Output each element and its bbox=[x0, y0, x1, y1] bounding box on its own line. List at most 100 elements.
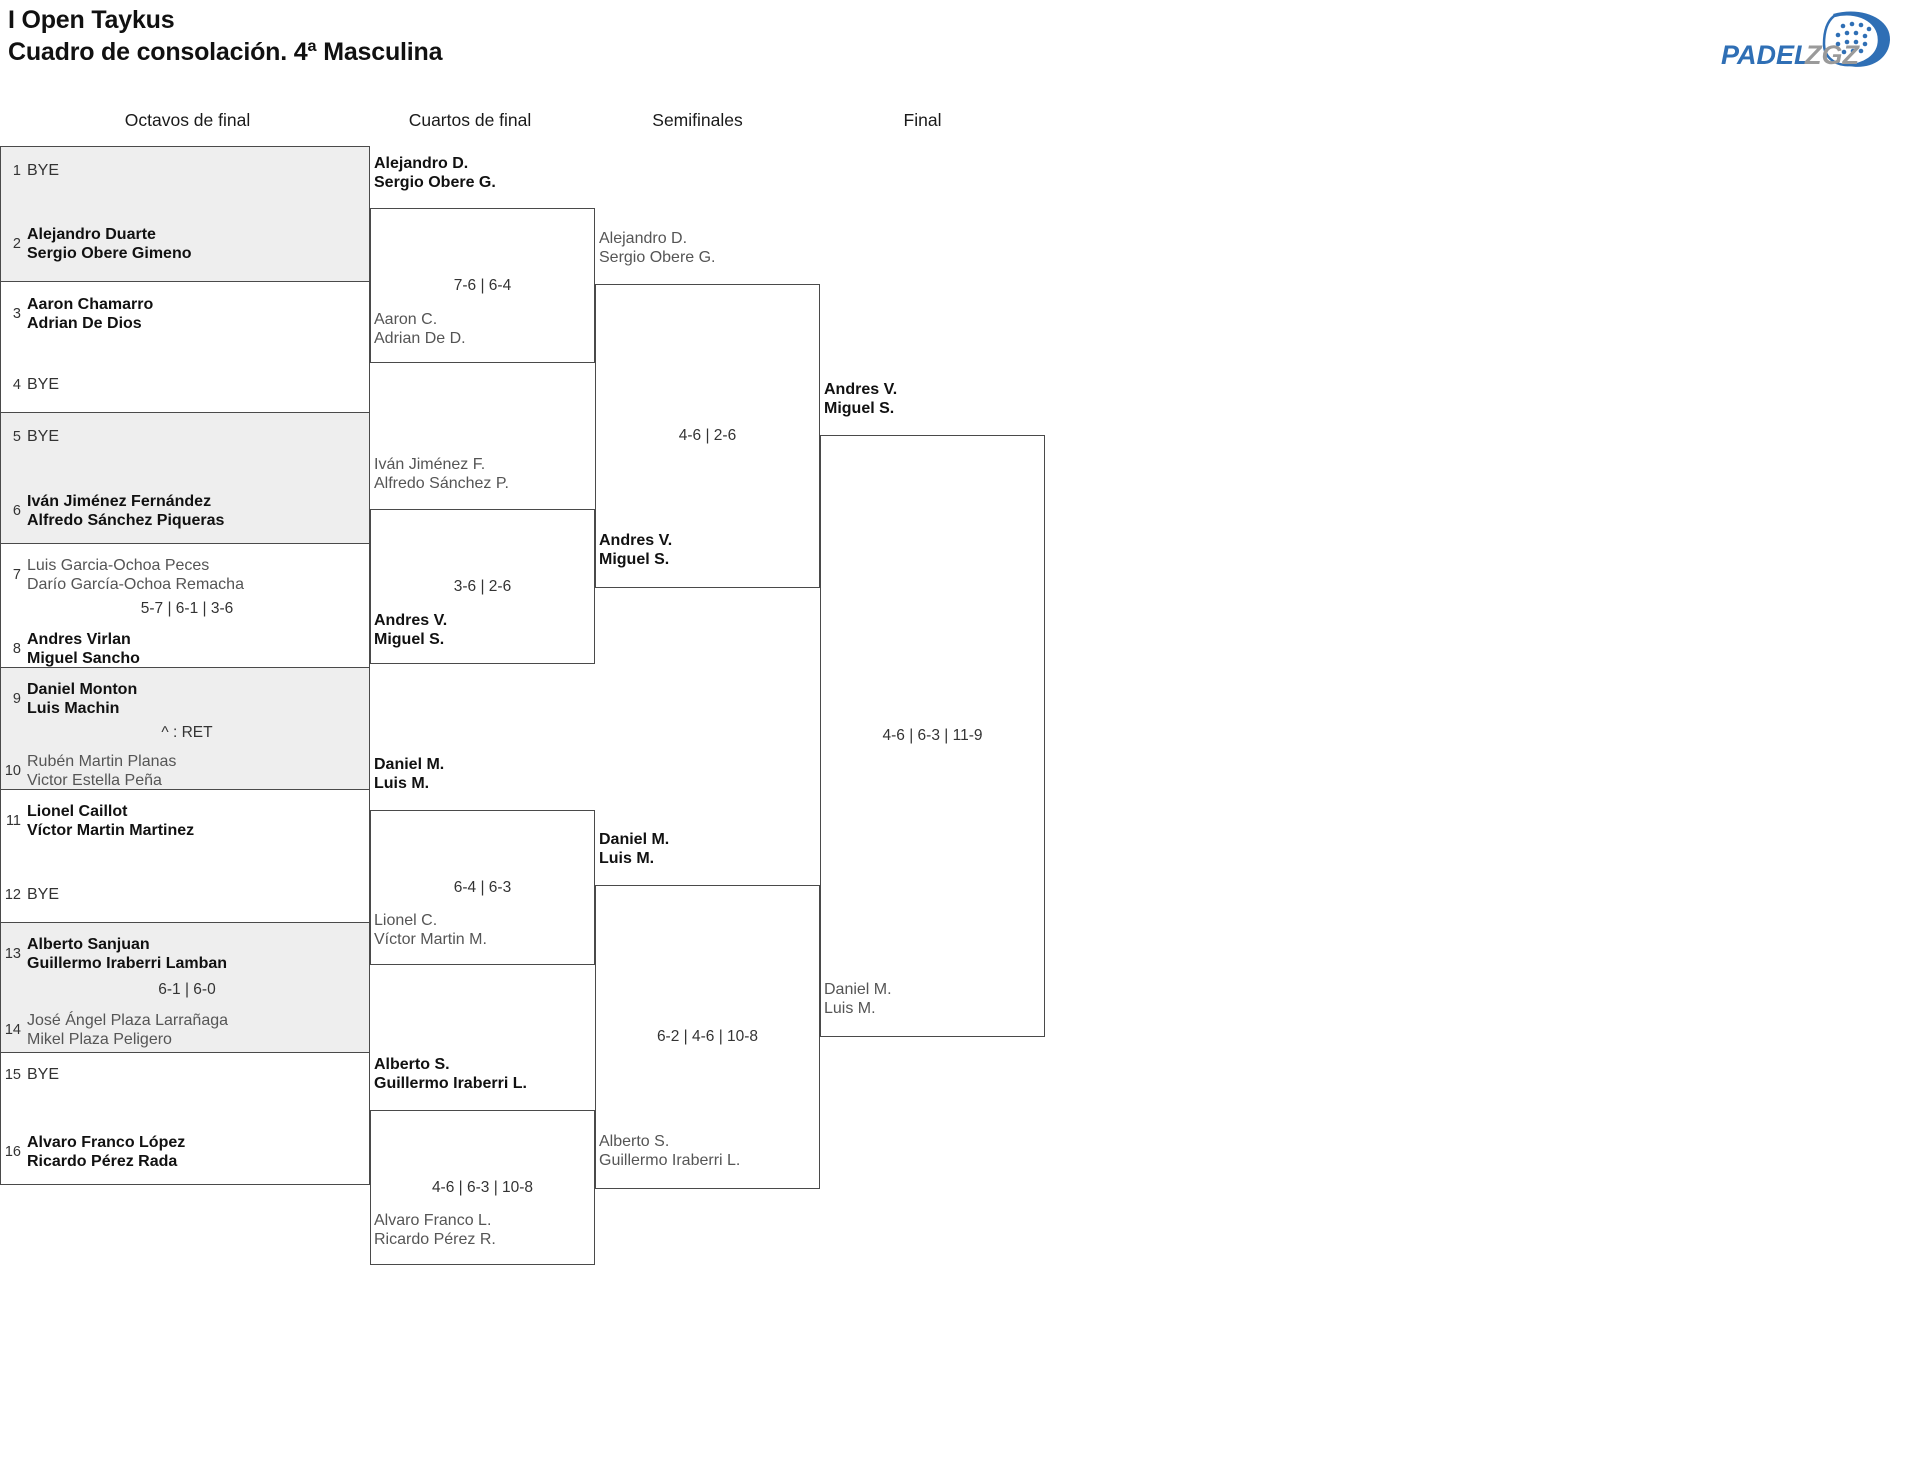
player-line-1: Aaron Chamarro bbox=[27, 296, 154, 313]
round1-pair-4[interactable]: 7 Luis Garcia-Ochoa Peces Darío García-O… bbox=[0, 543, 370, 667]
seed-names: BYE bbox=[27, 427, 59, 446]
round1-score-4: 5-7 | 6-1 | 3-6 bbox=[140, 600, 234, 617]
round-header-semifinales: Semifinales bbox=[652, 110, 743, 130]
player-line-1: Andres Virlan bbox=[27, 631, 131, 648]
round4-match-box[interactable]: 4-6 | 6-3 | 11-9 bbox=[820, 435, 1045, 1037]
seed-names: BYE bbox=[27, 375, 59, 394]
round3-match-2-loser: Alberto S. Guillermo Iraberri L. bbox=[599, 1132, 740, 1171]
player-line-2: Mikel Plaza Peligero bbox=[27, 1031, 172, 1049]
player-line-2: Adrian De Dios bbox=[27, 315, 142, 333]
player-line-2: Sergio Obere Gimeno bbox=[27, 245, 192, 263]
seed-number: 13 bbox=[4, 946, 21, 963]
round1-slot-1[interactable]: 1 BYE bbox=[1, 161, 371, 180]
seed-names: BYE bbox=[27, 161, 59, 180]
player-line-2: Ricardo Pérez R. bbox=[374, 1231, 496, 1249]
round2-match-box-2[interactable]: 3-6 | 2-6 bbox=[370, 509, 595, 664]
round3-match-1-winner: Andres V. Miguel S. bbox=[599, 531, 672, 570]
round2-match-3-winner: Daniel M. Luis M. bbox=[374, 755, 444, 794]
round2-score-2: 3-6 | 2-6 bbox=[453, 577, 512, 595]
seed-number: 10 bbox=[4, 763, 21, 780]
round-header-final: Final bbox=[903, 110, 942, 130]
round2-match-1-loser: Aaron C. Adrian De D. bbox=[374, 310, 466, 349]
player-line-2: Alfredo Sánchez P. bbox=[374, 475, 509, 493]
round1-pair-3[interactable]: 5 BYE 6 Iván Jiménez Fernández Alfredo S… bbox=[0, 412, 370, 543]
seed-number: 8 bbox=[12, 641, 21, 658]
player-line-1: Iván Jiménez F. bbox=[374, 456, 486, 473]
player-line-1: BYE bbox=[27, 162, 60, 179]
seed-number: 15 bbox=[4, 1066, 21, 1083]
round-header-octavos: Octavos de final bbox=[124, 110, 251, 130]
round1-slot-8[interactable]: 8 Andres Virlan Miguel Sancho bbox=[1, 630, 371, 669]
seed-number: 4 bbox=[12, 376, 21, 393]
round4-match-loser: Daniel M. Luis M. bbox=[824, 980, 892, 1019]
round4-score: 4-6 | 6-3 | 11-9 bbox=[882, 727, 983, 744]
round1-slot-6[interactable]: 6 Iván Jiménez Fernández Alfredo Sánchez… bbox=[1, 492, 371, 531]
round1-slot-2[interactable]: 2 Alejandro Duarte Sergio Obere Gimeno bbox=[1, 225, 371, 264]
round1-slot-5[interactable]: 5 BYE bbox=[1, 427, 371, 446]
round1-slot-16[interactable]: 16 Alvaro Franco López Ricardo Pérez Rad… bbox=[1, 1133, 371, 1172]
round1-slot-11[interactable]: 11 Lionel Caillot Víctor Martin Martinez bbox=[1, 802, 371, 841]
seed-names: Luis Garcia-Ochoa Peces Darío García-Och… bbox=[27, 556, 244, 595]
round1-slot-12[interactable]: 12 BYE bbox=[1, 885, 371, 904]
player-line-1: BYE bbox=[27, 886, 60, 903]
round3-match-box-2[interactable]: 6-2 | 4-6 | 10-8 bbox=[595, 885, 820, 1189]
player-line-2: Guillermo Iraberri L. bbox=[374, 1075, 527, 1093]
round-header-cuartos: Cuartos de final bbox=[408, 110, 532, 130]
player-line-2: Alfredo Sánchez Piqueras bbox=[27, 512, 225, 530]
player-line-2: Sergio Obere G. bbox=[599, 249, 716, 267]
seed-number: 1 bbox=[12, 162, 21, 179]
seed-number: 3 bbox=[12, 306, 21, 323]
logo-text-padel: PADEL bbox=[1721, 40, 1811, 70]
seed-names: Alvaro Franco López Ricardo Pérez Rada bbox=[27, 1133, 185, 1172]
round1-slot-4[interactable]: 4 BYE bbox=[1, 375, 371, 394]
round1-pair-8[interactable]: 15 BYE 16 Alvaro Franco López Ricardo Pé… bbox=[0, 1052, 370, 1185]
seed-names: Andres Virlan Miguel Sancho bbox=[27, 630, 140, 669]
player-line-1: Andres V. bbox=[824, 381, 898, 398]
round1-pair-5[interactable]: 9 Daniel Monton Luis Machin ^ : RET 10 R… bbox=[0, 667, 370, 789]
player-line-1: Alejandro D. bbox=[599, 230, 688, 247]
player-line-2: Miguel S. bbox=[374, 631, 445, 649]
player-line-1: Luis Garcia-Ochoa Peces bbox=[27, 557, 210, 574]
round1-column: 1 BYE 2 Alejandro Duarte Sergio Obere Gi… bbox=[0, 146, 370, 1185]
player-line-1: BYE bbox=[27, 1066, 60, 1083]
seed-names: Lionel Caillot Víctor Martin Martinez bbox=[27, 802, 194, 841]
round1-slot-13[interactable]: 13 Alberto Sanjuan Guillermo Iraberri La… bbox=[1, 935, 371, 974]
logo-text-zgz: ZGZ bbox=[1804, 40, 1860, 70]
round1-pair-7[interactable]: 13 Alberto Sanjuan Guillermo Iraberri La… bbox=[0, 922, 370, 1052]
round1-slot-15[interactable]: 15 BYE bbox=[1, 1065, 371, 1084]
player-line-2: Víctor Martin M. bbox=[374, 931, 487, 949]
round2-match-box-1[interactable]: 7-6 | 6-4 bbox=[370, 208, 595, 363]
round2-match-4-winner: Alberto S. Guillermo Iraberri L. bbox=[374, 1055, 527, 1094]
seed-number: 11 bbox=[5, 813, 21, 830]
round3-match-1-loser: Alejandro D. Sergio Obere G. bbox=[599, 229, 716, 268]
round3-match-box-1[interactable]: 4-6 | 2-6 bbox=[595, 284, 820, 588]
player-line-2: Miguel Sancho bbox=[27, 650, 140, 668]
round2-match-box-4[interactable]: 4-6 | 6-3 | 10-8 bbox=[370, 1110, 595, 1265]
seed-number: 12 bbox=[4, 886, 21, 903]
round1-slot-3[interactable]: 3 Aaron Chamarro Adrian De Dios bbox=[1, 295, 371, 334]
player-line-1: Rubén Martin Planas bbox=[27, 753, 177, 770]
player-line-2: Miguel S. bbox=[824, 400, 895, 418]
round2-match-box-3[interactable]: 6-4 | 6-3 bbox=[370, 810, 595, 965]
player-line-2: Luis M. bbox=[374, 775, 430, 793]
round1-slot-14[interactable]: 14 José Ángel Plaza Larrañaga Mikel Plaz… bbox=[1, 1011, 371, 1050]
seed-number: 2 bbox=[12, 236, 21, 253]
player-line-1: Andres V. bbox=[599, 532, 673, 549]
round2-match-3-loser: Lionel C. Víctor Martin M. bbox=[374, 911, 487, 950]
round3-match-2-winner: Daniel M. Luis M. bbox=[599, 830, 669, 869]
round2-score-4: 4-6 | 6-3 | 10-8 bbox=[431, 1178, 534, 1196]
round1-slot-9[interactable]: 9 Daniel Monton Luis Machin bbox=[1, 680, 371, 719]
player-line-1: Iván Jiménez Fernández bbox=[27, 493, 212, 510]
round1-slot-10[interactable]: 10 Rubén Martin Planas Victor Estella Pe… bbox=[1, 752, 371, 791]
round3-score-2: 6-2 | 4-6 | 10-8 bbox=[656, 1028, 759, 1045]
padelzgz-logo-graphic: PADEL ZGZ bbox=[1721, 11, 1891, 70]
round1-pair-1[interactable]: 1 BYE 2 Alejandro Duarte Sergio Obere Gi… bbox=[0, 146, 370, 281]
seed-names: Rubén Martin Planas Victor Estella Peña bbox=[27, 752, 176, 791]
seed-number: 5 bbox=[12, 428, 21, 445]
player-line-1: Alberto S. bbox=[599, 1133, 670, 1150]
round1-pair-2[interactable]: 3 Aaron Chamarro Adrian De Dios 4 BYE bbox=[0, 281, 370, 412]
round1-pair-6[interactable]: 11 Lionel Caillot Víctor Martin Martinez… bbox=[0, 789, 370, 922]
seed-number: 6 bbox=[12, 503, 21, 520]
tournament-title: I Open Taykus bbox=[8, 6, 175, 34]
round1-slot-7[interactable]: 7 Luis Garcia-Ochoa Peces Darío García-O… bbox=[1, 556, 371, 595]
